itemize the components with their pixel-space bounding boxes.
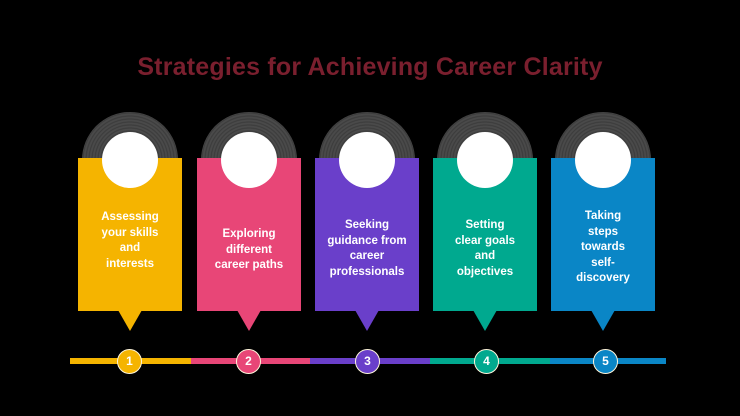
label-line: different [226, 243, 272, 256]
step-1: Assessing your skills and interests [70, 110, 190, 340]
circle-placeholder [339, 132, 395, 188]
label-line: objectives [456, 265, 514, 278]
circle-placeholder [457, 132, 513, 188]
label-line: towards [580, 241, 626, 253]
label-line: professionals [329, 265, 405, 278]
circle-placeholder [102, 132, 158, 188]
step-2: Exploring different career paths [189, 110, 309, 340]
label-line: interests [106, 257, 154, 270]
pointer-icon [473, 310, 497, 331]
label-line: Taking [584, 210, 622, 222]
step-3: Seeking guidance from career professiona… [307, 110, 427, 340]
step-4: Setting clear goals and objectives [425, 110, 545, 340]
step-label: Seeking guidance from career professiona… [321, 218, 413, 280]
pointer-icon [237, 310, 261, 331]
circle-placeholder [221, 132, 277, 188]
label-line: career paths [214, 259, 284, 271]
label-line: Exploring [222, 228, 276, 240]
step-number-badge: 4 [474, 349, 499, 374]
step-number-badge: 5 [593, 349, 618, 374]
step-label: Setting clear goals and objectives [439, 218, 531, 280]
label-line: self- [591, 256, 615, 269]
step-number-badge: 3 [355, 349, 380, 374]
label-line: Setting [465, 219, 505, 231]
label-line: guidance from [327, 234, 407, 247]
step-label: Assessing your skills and interests [84, 210, 176, 272]
label-line: career [349, 250, 385, 262]
pointer-icon [355, 310, 379, 331]
pointer-icon [591, 310, 615, 331]
circle-placeholder [575, 132, 631, 188]
label-line: steps [587, 225, 619, 238]
diagram-title: Strategies for Achieving Career Clarity [137, 53, 603, 81]
label-line: and [474, 250, 496, 262]
step-5: Taking steps towards self- discovery [543, 110, 663, 340]
label-line: your skills [101, 226, 159, 239]
step-label: Taking steps towards self- discovery [557, 209, 649, 287]
label-line: Seeking [344, 219, 390, 231]
label-line: clear goals [454, 234, 516, 247]
label-line: and [119, 242, 141, 254]
label-line: Assessing [101, 211, 159, 223]
step-number-badge: 2 [236, 349, 261, 374]
step-label: Exploring different career paths [203, 227, 295, 274]
label-line: discovery [576, 272, 630, 284]
pointer-icon [118, 310, 142, 331]
step-number-badge: 1 [117, 349, 142, 374]
